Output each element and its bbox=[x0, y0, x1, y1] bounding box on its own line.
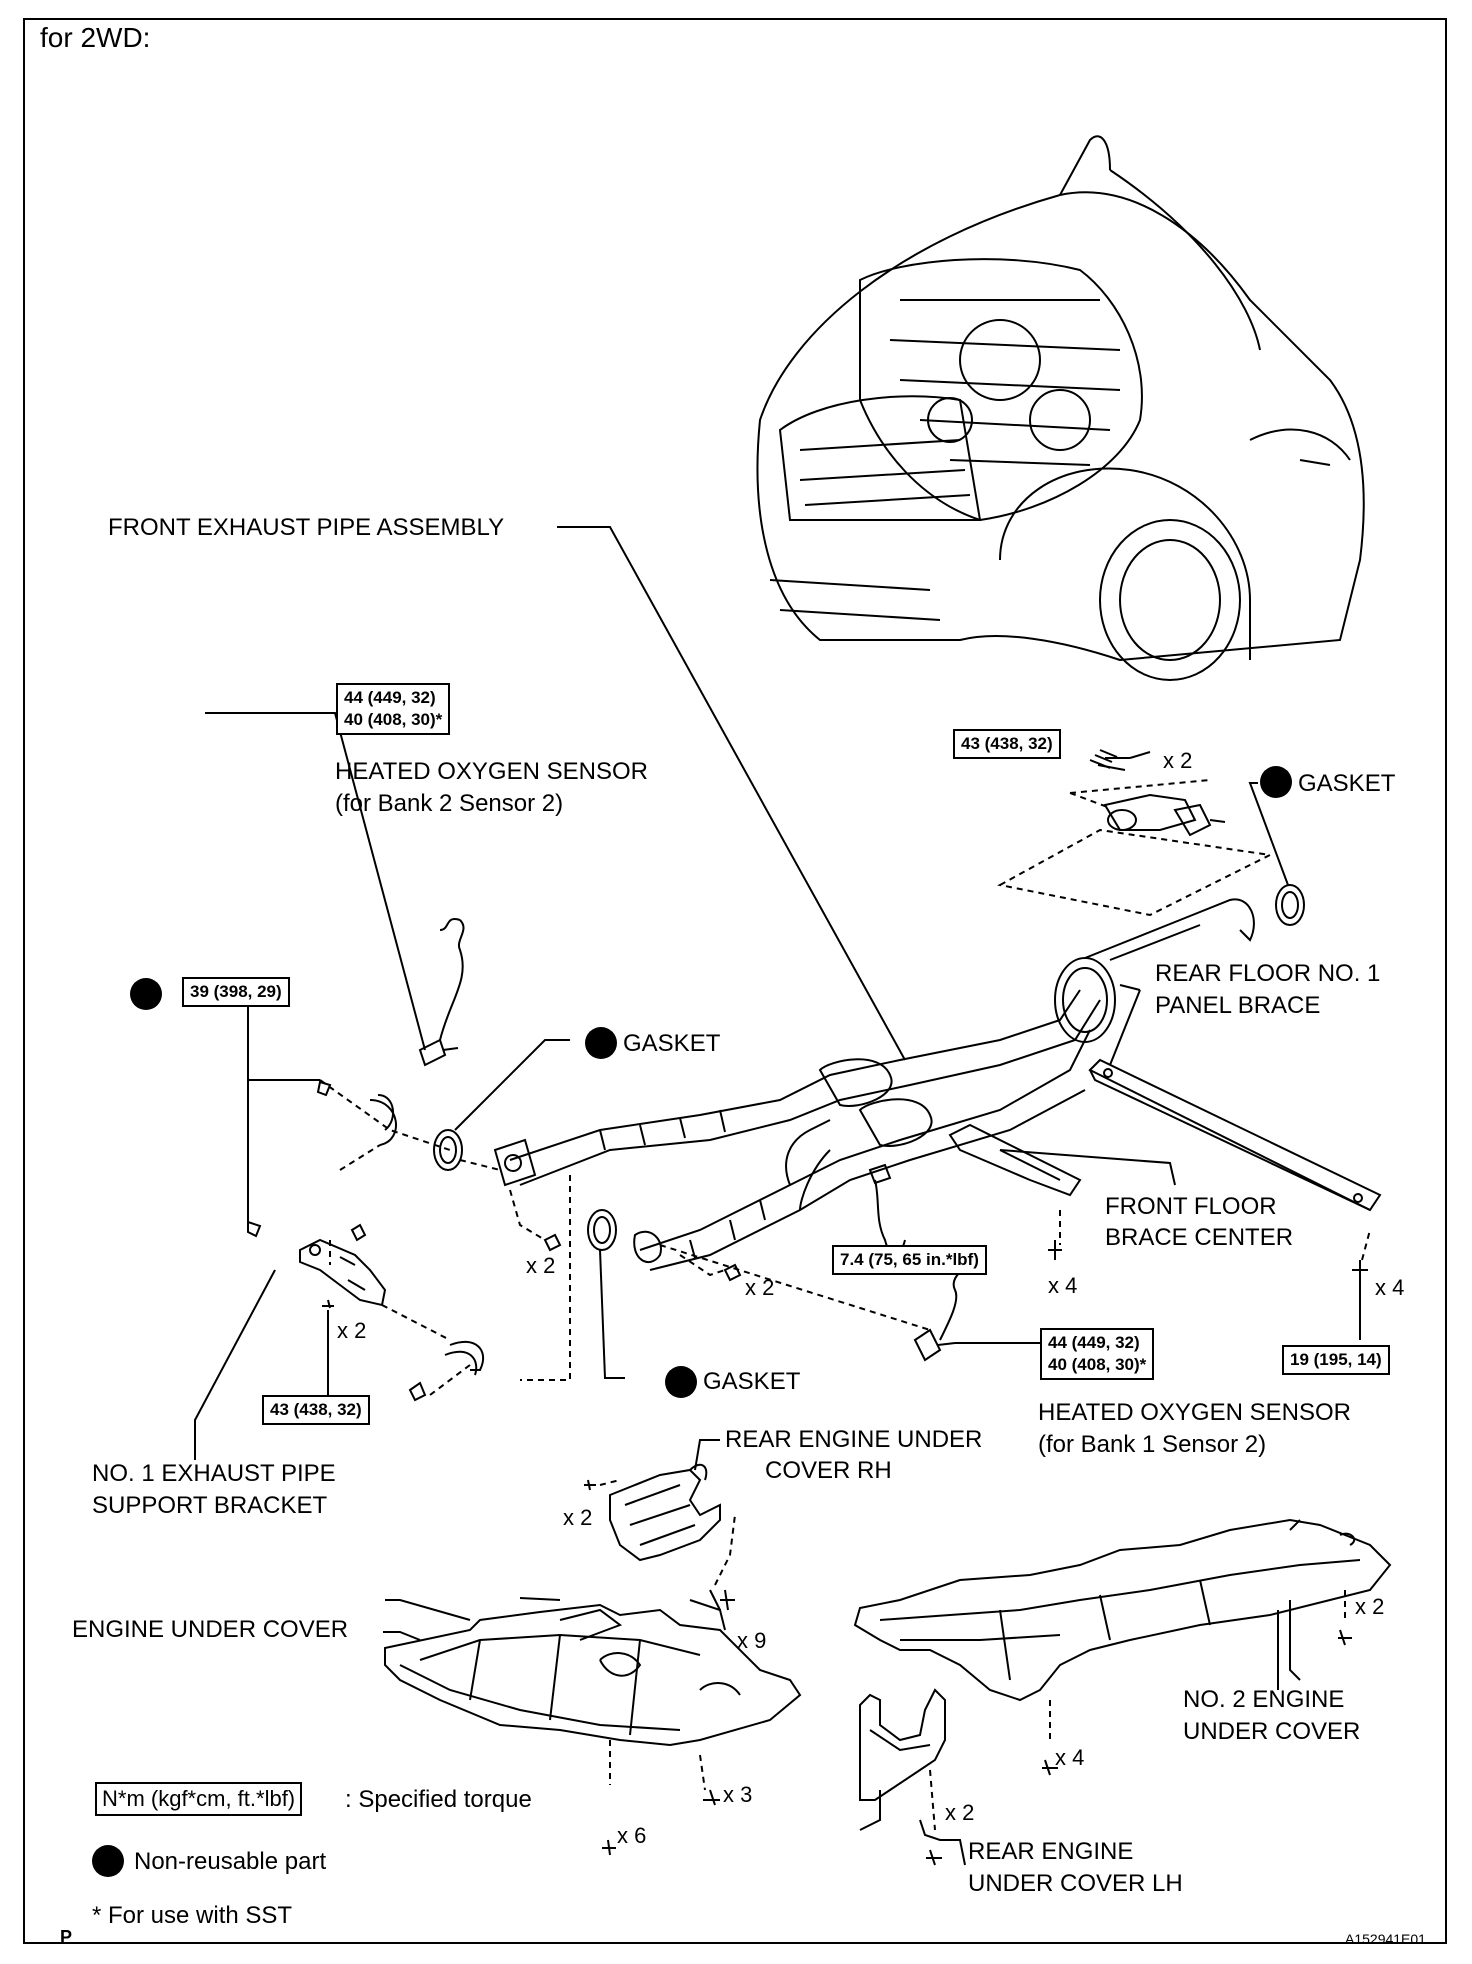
label-ho2-bank2-sub: (for Bank 2 Sensor 2) bbox=[335, 790, 564, 817]
legend-torque-box: N*m (kgf*cm, ft.*lbf) bbox=[95, 1782, 303, 1816]
exhaust-support-bracket bbox=[299, 1094, 571, 1402]
label-rear-floor-brace-1: REAR FLOOR NO. 1 bbox=[1155, 960, 1381, 987]
label-rear-floor-brace-2: PANEL BRACE bbox=[1155, 992, 1321, 1019]
torque-value: 19 (195, 14) bbox=[1290, 1350, 1382, 1369]
rear-cover-rh bbox=[584, 1439, 721, 1562]
nonreusable-marker bbox=[585, 1027, 617, 1059]
diagram-header: for 2WD: bbox=[40, 22, 151, 53]
label-front-floor-brace-1: FRONT FLOOR bbox=[1105, 1193, 1277, 1220]
label-ho2-bank1-sub: (for Bank 1 Sensor 2) bbox=[1038, 1431, 1267, 1458]
torque-box-ho2-b1: 44 (449, 32) 40 (408, 30)* bbox=[1040, 1328, 1155, 1380]
rear-floor-brace bbox=[1088, 1058, 1382, 1212]
torque-box-ho2-b2: 44 (449, 32) 40 (408, 30)* bbox=[336, 683, 451, 735]
rear-cover-lh bbox=[859, 1688, 966, 1866]
qty-under-3: x 3 bbox=[723, 1782, 753, 1807]
engine-under-cover bbox=[384, 1514, 802, 1856]
label-front-floor-brace-2: BRACE CENTER bbox=[1105, 1224, 1294, 1251]
leader-ho2-b2 bbox=[205, 712, 426, 1051]
label-gasket-mid: GASKET bbox=[623, 1030, 721, 1057]
legend-torque-text: : Specified torque bbox=[345, 1786, 532, 1813]
nonreusable-marker bbox=[665, 1366, 697, 1398]
torque-value: 39 (398, 29) bbox=[190, 982, 282, 1001]
y-pipe bbox=[509, 898, 1255, 1271]
legend-sst-note: * For use with SST bbox=[92, 1902, 293, 1929]
torque-box-bracket-bottom: 43 (438, 32) bbox=[262, 1395, 370, 1425]
qty-no2-4: x 4 bbox=[1055, 1745, 1085, 1770]
qty-lh-2: x 2 bbox=[945, 1800, 975, 1825]
qty-rear-floor: x 4 bbox=[1375, 1275, 1405, 1300]
torque-value: 7.4 (75, 65 in.*lbf) bbox=[840, 1250, 979, 1269]
label-support-bracket-1: NO. 1 EXHAUST PIPE bbox=[92, 1460, 336, 1487]
torque-box-bracket-top: 39 (398, 29) bbox=[182, 977, 290, 1007]
qty-under-9: x 9 bbox=[737, 1628, 767, 1653]
gasket-ring-2 bbox=[587, 1209, 617, 1251]
torque-value-sst: 40 (408, 30)* bbox=[344, 710, 443, 729]
torque-box-top-bolt: 43 (438, 32) bbox=[953, 729, 1061, 759]
label-engine-under-cover: ENGINE UNDER COVER bbox=[72, 1616, 349, 1643]
nonreusable-marker bbox=[1260, 766, 1292, 798]
legend-nonreusable-text: Non-reusable part bbox=[134, 1848, 327, 1875]
legend-nonreusable-icon bbox=[92, 1845, 124, 1877]
vehicle-front-illustration bbox=[756, 135, 1365, 681]
label-gasket-top: GASKET bbox=[1298, 770, 1396, 797]
torque-value: 43 (438, 32) bbox=[270, 1400, 362, 1419]
diagram-frame bbox=[23, 18, 1447, 1944]
torque-value: 43 (438, 32) bbox=[961, 734, 1053, 753]
label-rear-cover-rh-1: REAR ENGINE UNDER bbox=[725, 1426, 983, 1453]
no2-engine-under-cover bbox=[853, 1518, 1392, 1776]
footer-figure-id: A152941E01 bbox=[1345, 1931, 1426, 1947]
qty-rh-cover: x 2 bbox=[563, 1505, 593, 1530]
label-front-exhaust-pipe: FRONT EXHAUST PIPE ASSEMBLY bbox=[108, 514, 505, 541]
torque-value: 44 (449, 32) bbox=[344, 688, 436, 707]
torque-box-front-floor: 7.4 (75, 65 in.*lbf) bbox=[832, 1245, 987, 1275]
torque-box-rear-floor: 19 (195, 14) bbox=[1282, 1345, 1390, 1375]
footer-left: P bbox=[60, 1927, 73, 1947]
label-rear-cover-lh-1: REAR ENGINE bbox=[968, 1838, 1134, 1865]
qty-pipe-left: x 2 bbox=[526, 1253, 556, 1278]
label-rear-cover-lh-2: UNDER COVER LH bbox=[968, 1870, 1183, 1897]
label-rear-cover-rh-2: COVER RH bbox=[765, 1457, 892, 1484]
qty-front-floor: x 4 bbox=[1048, 1273, 1078, 1298]
gasket-ring-3 bbox=[1275, 884, 1305, 926]
label-ho2-bank2-title: HEATED OXYGEN SENSOR bbox=[335, 758, 648, 785]
label-support-bracket-2: SUPPORT BRACKET bbox=[92, 1492, 328, 1519]
qty-pipe-mid: x 2 bbox=[745, 1275, 775, 1300]
qty-no2-2: x 2 bbox=[1355, 1594, 1385, 1619]
qty-top-bolt: x 2 bbox=[1163, 748, 1193, 773]
front-floor-brace bbox=[948, 1123, 1082, 1197]
torque-value-sst: 40 (408, 30)* bbox=[1048, 1355, 1147, 1374]
gasket-ring-1 bbox=[433, 1129, 463, 1171]
torque-value: 44 (449, 32) bbox=[1048, 1333, 1140, 1352]
label-ho2-bank1-title: HEATED OXYGEN SENSOR bbox=[1038, 1399, 1351, 1426]
label-gasket-low: GASKET bbox=[703, 1368, 801, 1395]
leader-front-exhaust bbox=[557, 526, 906, 1061]
label-no2-cover-1: NO. 2 ENGINE bbox=[1183, 1686, 1345, 1713]
legend-torque-units: N*m (kgf*cm, ft.*lbf) bbox=[102, 1786, 296, 1811]
label-no2-cover-2: UNDER COVER bbox=[1183, 1718, 1361, 1745]
qty-bracket: x 2 bbox=[337, 1318, 367, 1343]
qty-under-6: x 6 bbox=[617, 1823, 647, 1848]
nonreusable-marker bbox=[130, 978, 162, 1010]
